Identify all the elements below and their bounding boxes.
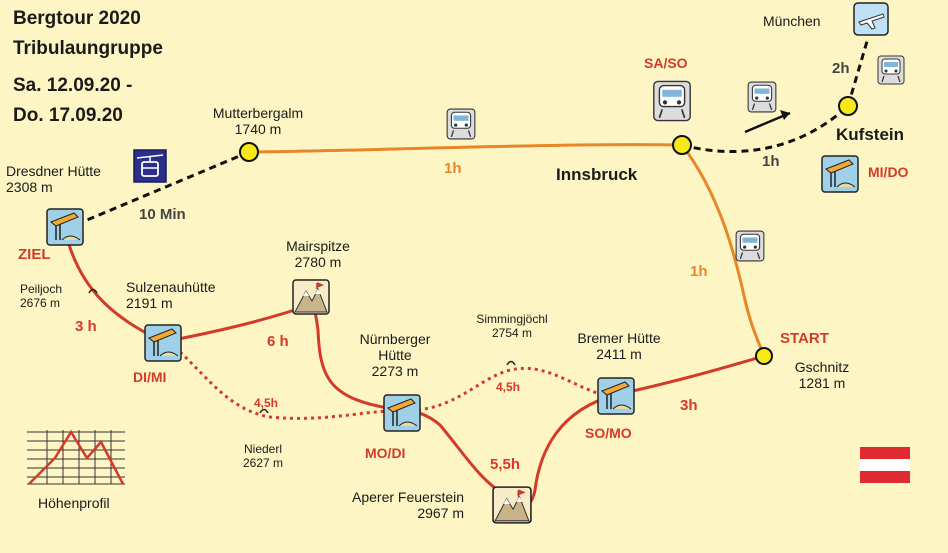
pass-mark-simmingjoechl (506, 360, 516, 366)
alt-route-sulzenau-nuernberger (178, 350, 391, 420)
dresdner-altitude: 2308 m (6, 179, 53, 196)
transfer-route-muenchen-kufstein (846, 37, 870, 107)
day-label-so-mo: SO/MO (585, 425, 632, 441)
train-icon (653, 80, 691, 122)
duration-innsbruck-gschnitz: 1h (690, 263, 708, 280)
bremer-name: Bremer Hütte (577, 330, 661, 346)
date-line-1: Sa. 12.09.20 - (13, 75, 133, 96)
legend-hoehenprofil: Höhenprofil (38, 495, 110, 511)
hut-icon (383, 394, 421, 432)
label-sulzenauhuette: Sulzenauhütte 2191 m (126, 279, 216, 311)
mairspitze-altitude: 2780 m (294, 254, 342, 271)
sulzenau-altitude: 2191 m (126, 295, 173, 312)
duration-dresdner-sulzenau: 3 h (75, 318, 97, 335)
summit-icon (492, 486, 532, 524)
mutterbergalm-name: Mutterbergalm (212, 105, 304, 121)
cable-car-icon (133, 149, 167, 183)
duration-sulzenau-nuernberger: 6 h (267, 333, 289, 350)
label-start: START (780, 330, 829, 347)
mairspitze-name: Mairspitze (286, 238, 350, 254)
hut-icon (597, 377, 635, 415)
plane-icon (853, 2, 889, 36)
label-mairspitze: Mairspitze 2780 m (286, 238, 350, 270)
niederl-altitude: 2627 m (242, 455, 284, 470)
duration-alt-simmingjoechl: 4,5h (496, 380, 521, 394)
label-gschnitz: Gschnitz 1281 m (795, 359, 849, 391)
transfer-route-cablecar (67, 150, 250, 230)
gschnitz-altitude: 1281 m (798, 375, 846, 392)
label-bremer-huette: Bremer Hütte 2411 m (577, 330, 660, 362)
train-icon (877, 55, 905, 85)
train-icon (446, 108, 476, 140)
title-line-1: Bergtour 2020 (13, 8, 141, 29)
label-simmingjoechl: Simmingjöchl 2754 m (476, 312, 548, 341)
pass-mark-peiljoch (88, 288, 98, 294)
node-mutterbergalm (239, 142, 259, 162)
peiljoch-altitude: 2676 m (20, 295, 61, 310)
duration-kufstein-innsbruck: 1h (762, 153, 780, 170)
simmingjoechl-name: Simmingjöchl (476, 312, 548, 326)
label-nuernberger-huette: Nürnberger Hütte 2273 m (360, 331, 431, 379)
train-route-innsbruck-gschnitz (680, 144, 766, 357)
duration-muenchen-kufstein: 2h (832, 60, 850, 77)
elevation-profile-icon (27, 429, 125, 485)
direction-arrowhead (780, 110, 790, 120)
nuernberger-name-2: Hütte (378, 347, 412, 364)
duration-gschnitz-bremer: 3h (680, 397, 698, 414)
mutterbergalm-altitude: 1740 m (234, 121, 282, 138)
train-icon (735, 230, 765, 262)
day-label-mi-do: MI/DO (868, 164, 909, 180)
label-mutterbergalm: Mutterbergalm 1740 m (213, 105, 303, 137)
hut-icon (144, 324, 182, 362)
train-route-mutterbergalm-innsbruck (248, 143, 683, 154)
label-innsbruck: Innsbruck (556, 165, 638, 184)
alt-route-nuernberger-bremer (417, 366, 604, 412)
bremer-altitude: 2411 m (596, 346, 642, 363)
peiljoch-name: Peiljoch (20, 282, 63, 296)
node-gschnitz (755, 347, 773, 365)
train-icon (747, 81, 777, 113)
day-label-di-mi: DI/MI (133, 369, 167, 385)
label-ziel: ZIEL (18, 246, 51, 263)
simmingjoechl-altitude: 2754 m (491, 325, 533, 340)
nuernberger-altitude: 2273 m (371, 363, 419, 380)
day-label-mo-di: MO/DI (365, 445, 406, 461)
sulzenau-name: Sulzenauhütte (126, 279, 216, 295)
label-niederl: Niederl 2627 m (242, 442, 284, 471)
date-line-2: Do. 17.09.20 (13, 105, 123, 126)
node-kufstein (838, 96, 858, 116)
label-peiljoch: Peiljoch 2676 m (20, 282, 63, 311)
label-dresdner-huette: Dresdner Hütte 2308 m (6, 163, 101, 195)
gschnitz-name: Gschnitz (794, 359, 850, 375)
label-muenchen: München (763, 13, 821, 29)
label-aperer-feuerstein: Aperer Feuerstein 2967 m (352, 489, 464, 521)
hut-icon (46, 208, 84, 246)
label-kufstein: Kufstein (836, 125, 904, 144)
austria-flag-icon (860, 447, 910, 483)
hut-icon (821, 155, 859, 193)
pass-mark-niederl (259, 408, 269, 414)
feuerstein-name: Aperer Feuerstein (352, 489, 465, 505)
nuernberger-name-1: Nürnberger (359, 331, 431, 347)
transfer-route-kufstein-innsbruck (681, 104, 850, 154)
day-label-sa-so: SA/SO (644, 55, 688, 71)
title-line-2: Tribulaungruppe (13, 38, 163, 59)
dresdner-name: Dresdner Hütte (6, 163, 101, 179)
duration-bremer-nuernberger: 5,5h (490, 456, 521, 473)
niederl-name: Niederl (243, 442, 282, 456)
duration-cablecar: 10 Min (139, 206, 186, 223)
node-innsbruck (672, 135, 692, 155)
duration-innsbruck-mutterbergalm: 1h (444, 160, 462, 177)
duration-alt-niederl: 4,5h (254, 396, 279, 410)
feuerstein-altitude: 2967 m (417, 505, 465, 522)
summit-icon (292, 279, 330, 315)
